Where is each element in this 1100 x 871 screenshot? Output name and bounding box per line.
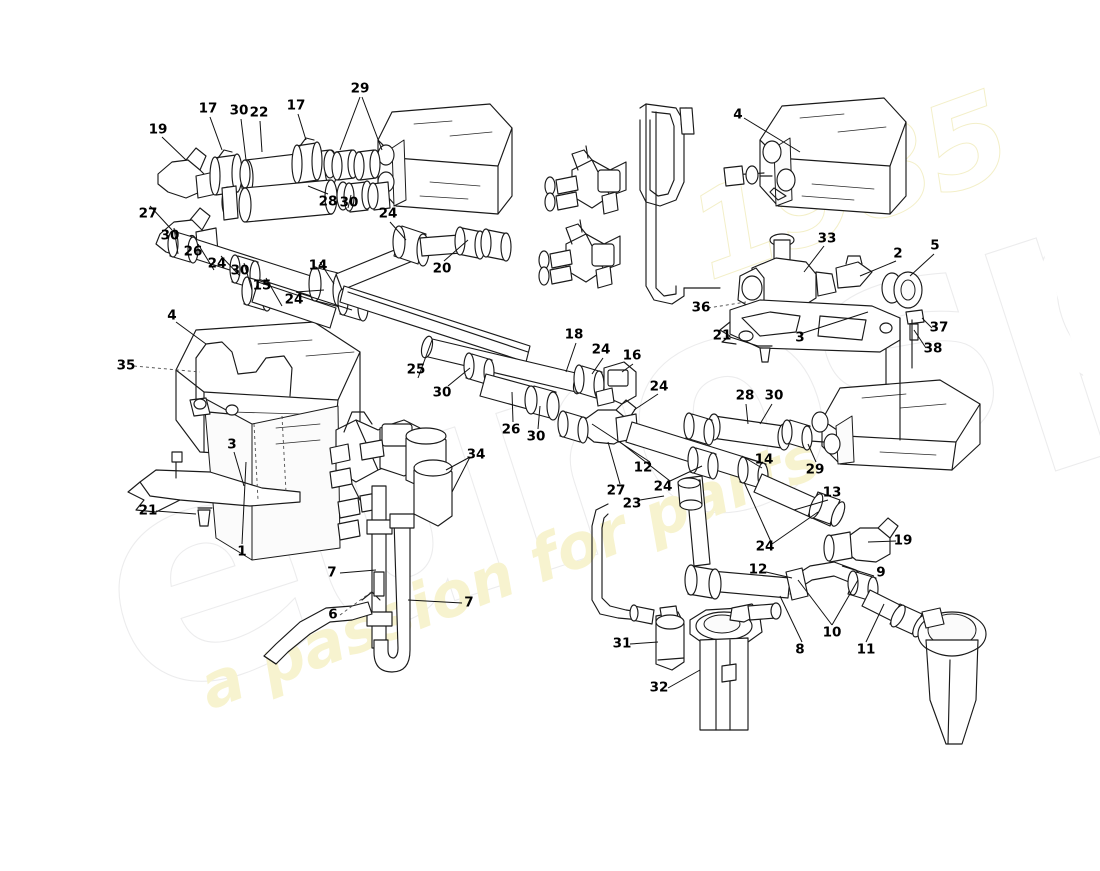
callout-12[interactable]: 12 — [633, 459, 653, 476]
callout-7[interactable]: 7 — [327, 564, 337, 581]
callout-19[interactable]: 19 — [148, 121, 168, 138]
solenoid-valve-cluster — [329, 411, 453, 541]
purge-valve-assembly — [719, 233, 925, 441]
callout-16[interactable]: 16 — [622, 347, 642, 364]
callout-37[interactable]: 37 — [929, 319, 949, 336]
callout-30[interactable]: 30 — [230, 262, 250, 279]
callout-30[interactable]: 30 — [160, 227, 180, 244]
callout-32[interactable]: 32 — [649, 679, 669, 696]
callout-19[interactable]: 19 — [893, 532, 913, 549]
callout-2[interactable]: 2 — [893, 245, 903, 262]
callout-34[interactable]: 34 — [466, 446, 486, 463]
callout-23[interactable]: 23 — [622, 495, 642, 512]
callout-29[interactable]: 29 — [805, 461, 825, 478]
callout-28[interactable]: 28 — [318, 193, 338, 210]
callout-24[interactable]: 24 — [378, 205, 398, 222]
callout-4[interactable]: 4 — [167, 307, 177, 324]
callout-10[interactable]: 10 — [822, 624, 842, 641]
callout-31[interactable]: 31 — [612, 635, 632, 652]
callout-6[interactable]: 6 — [328, 606, 338, 623]
callout-30[interactable]: 30 — [339, 194, 359, 211]
callout-1[interactable]: 1 — [237, 543, 247, 560]
callout-18[interactable]: 18 — [564, 326, 584, 343]
callout-24[interactable]: 24 — [284, 291, 304, 308]
callout-30[interactable]: 30 — [764, 387, 784, 404]
parts-diagram-canvas: eurospares 1985 a passion for parts — [51, 0, 1100, 772]
callout-24[interactable]: 24 — [591, 341, 611, 358]
tank-pipe-assembly — [591, 503, 987, 745]
leader-lines — [133, 96, 935, 689]
callout-4[interactable]: 4 — [733, 106, 743, 123]
callout-30[interactable]: 30 — [229, 102, 249, 119]
callout-17[interactable]: 17 — [198, 100, 218, 117]
canister-left-lower — [127, 321, 361, 561]
callout-17[interactable]: 17 — [286, 97, 306, 114]
callout-28[interactable]: 28 — [735, 387, 755, 404]
callout-9[interactable]: 9 — [876, 564, 886, 581]
callout-21[interactable]: 21 — [712, 327, 732, 344]
callout-14[interactable]: 14 — [754, 451, 774, 468]
callout-14[interactable]: 14 — [308, 257, 328, 274]
canister-right-lower — [795, 329, 981, 471]
callout-27[interactable]: 27 — [606, 482, 626, 499]
callout-13[interactable]: 13 — [822, 484, 842, 501]
callout-7[interactable]: 7 — [464, 594, 474, 611]
callout-38[interactable]: 38 — [923, 340, 943, 357]
callout-5[interactable]: 5 — [930, 237, 940, 254]
callout-11[interactable]: 11 — [856, 641, 876, 658]
diagram-artwork — [127, 96, 987, 745]
callout-22[interactable]: 22 — [249, 104, 269, 121]
callout-24[interactable]: 24 — [653, 478, 673, 495]
callout-35[interactable]: 35 — [116, 357, 136, 374]
callout-24[interactable]: 24 — [755, 538, 775, 555]
vertical-tubes — [263, 485, 415, 673]
callout-3[interactable]: 3 — [227, 436, 237, 453]
callout-33[interactable]: 33 — [817, 230, 837, 247]
callout-26[interactable]: 26 — [501, 421, 521, 438]
callout-27[interactable]: 27 — [138, 205, 158, 222]
callout-8[interactable]: 8 — [795, 641, 805, 658]
callout-24[interactable]: 24 — [207, 255, 227, 272]
centre-valve-assembly — [538, 103, 721, 305]
callout-29[interactable]: 29 — [350, 80, 370, 97]
canister-top-right — [723, 97, 907, 215]
canister-top-left — [377, 103, 513, 215]
callout-30[interactable]: 30 — [432, 384, 452, 401]
callout-30[interactable]: 30 — [526, 428, 546, 445]
hose-run-centre-right — [339, 285, 928, 638]
callout-21[interactable]: 21 — [138, 502, 158, 519]
callout-26[interactable]: 26 — [183, 243, 203, 260]
callout-12[interactable]: 12 — [748, 561, 768, 578]
callout-24[interactable]: 24 — [649, 378, 669, 395]
callout-20[interactable]: 20 — [432, 260, 452, 277]
callout-3[interactable]: 3 — [795, 329, 805, 346]
callout-15[interactable]: 15 — [252, 277, 272, 294]
callout-25[interactable]: 25 — [406, 361, 426, 378]
callout-36[interactable]: 36 — [691, 299, 711, 316]
